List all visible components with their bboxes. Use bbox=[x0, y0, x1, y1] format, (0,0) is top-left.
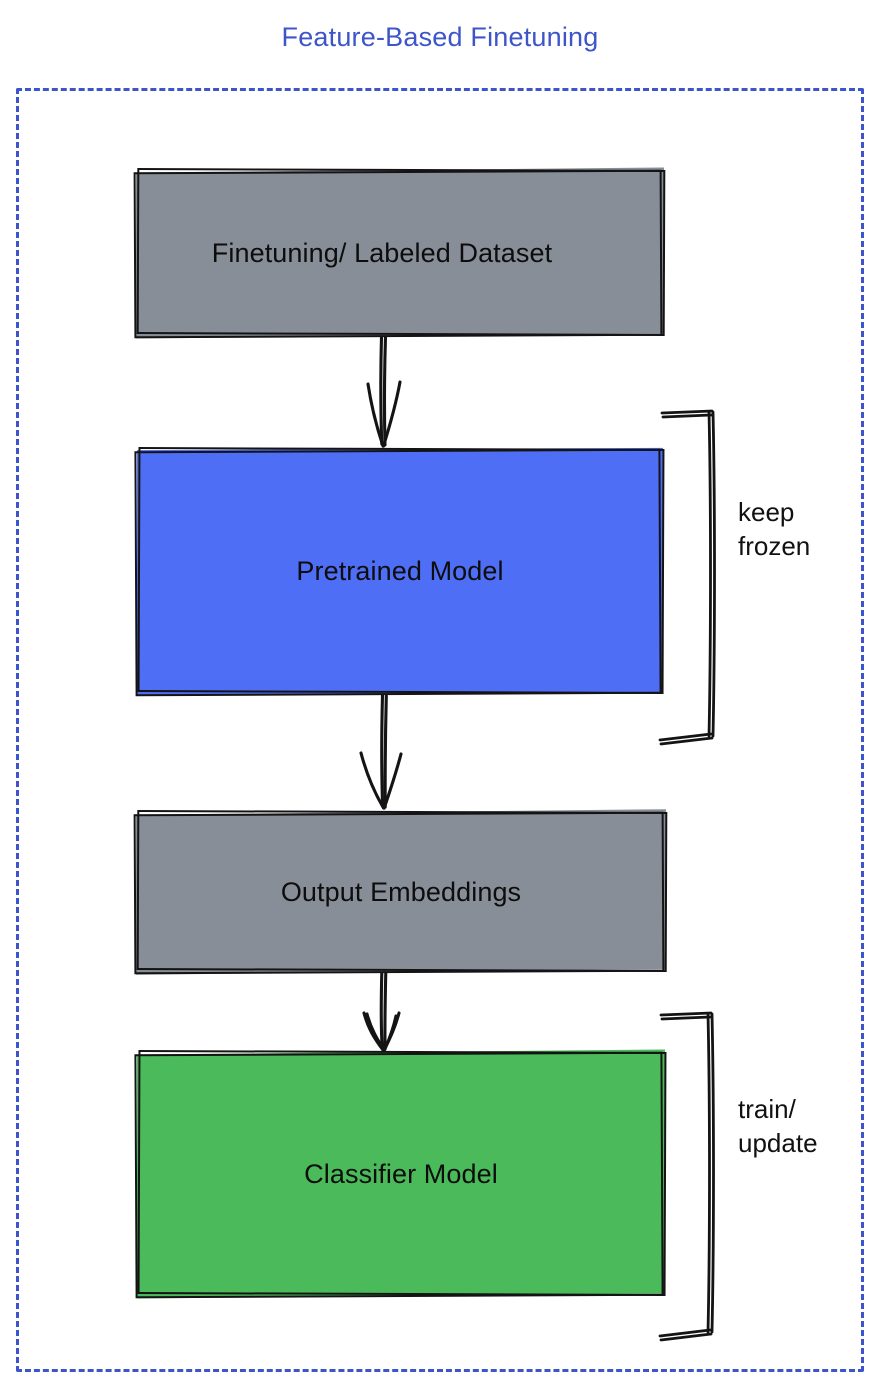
node-classifier-model[interactable]: Classifier Model bbox=[134, 1049, 667, 1299]
node-pretrained-model[interactable]: Pretrained Model bbox=[134, 446, 665, 697]
page-title: Feature-Based Finetuning bbox=[281, 22, 599, 52]
arrow-embeddings-to-classifier bbox=[362, 970, 401, 1052]
node-output-embeddings-label: Output Embeddings bbox=[280, 876, 522, 907]
arrow-dataset-to-pretrained bbox=[366, 334, 402, 448]
node-classifier-model-label: Classifier Model bbox=[304, 1158, 498, 1189]
bracket-train-update bbox=[658, 1011, 715, 1342]
bracket-keep-frozen bbox=[658, 409, 716, 746]
annotation-keep-frozen: keep frozen bbox=[738, 497, 811, 562]
node-dataset-label: Finetuning/ Labeled Dataset bbox=[211, 237, 553, 268]
annotation-train-update: train/ update bbox=[738, 1094, 818, 1159]
arrow-pretrained-to-embeddings bbox=[359, 693, 403, 810]
node-output-embeddings[interactable]: Output Embeddings bbox=[133, 809, 668, 975]
node-pretrained-model-label: Pretrained Model bbox=[296, 556, 504, 586]
node-dataset[interactable]: Finetuning/ Labeled Dataset bbox=[133, 167, 666, 339]
